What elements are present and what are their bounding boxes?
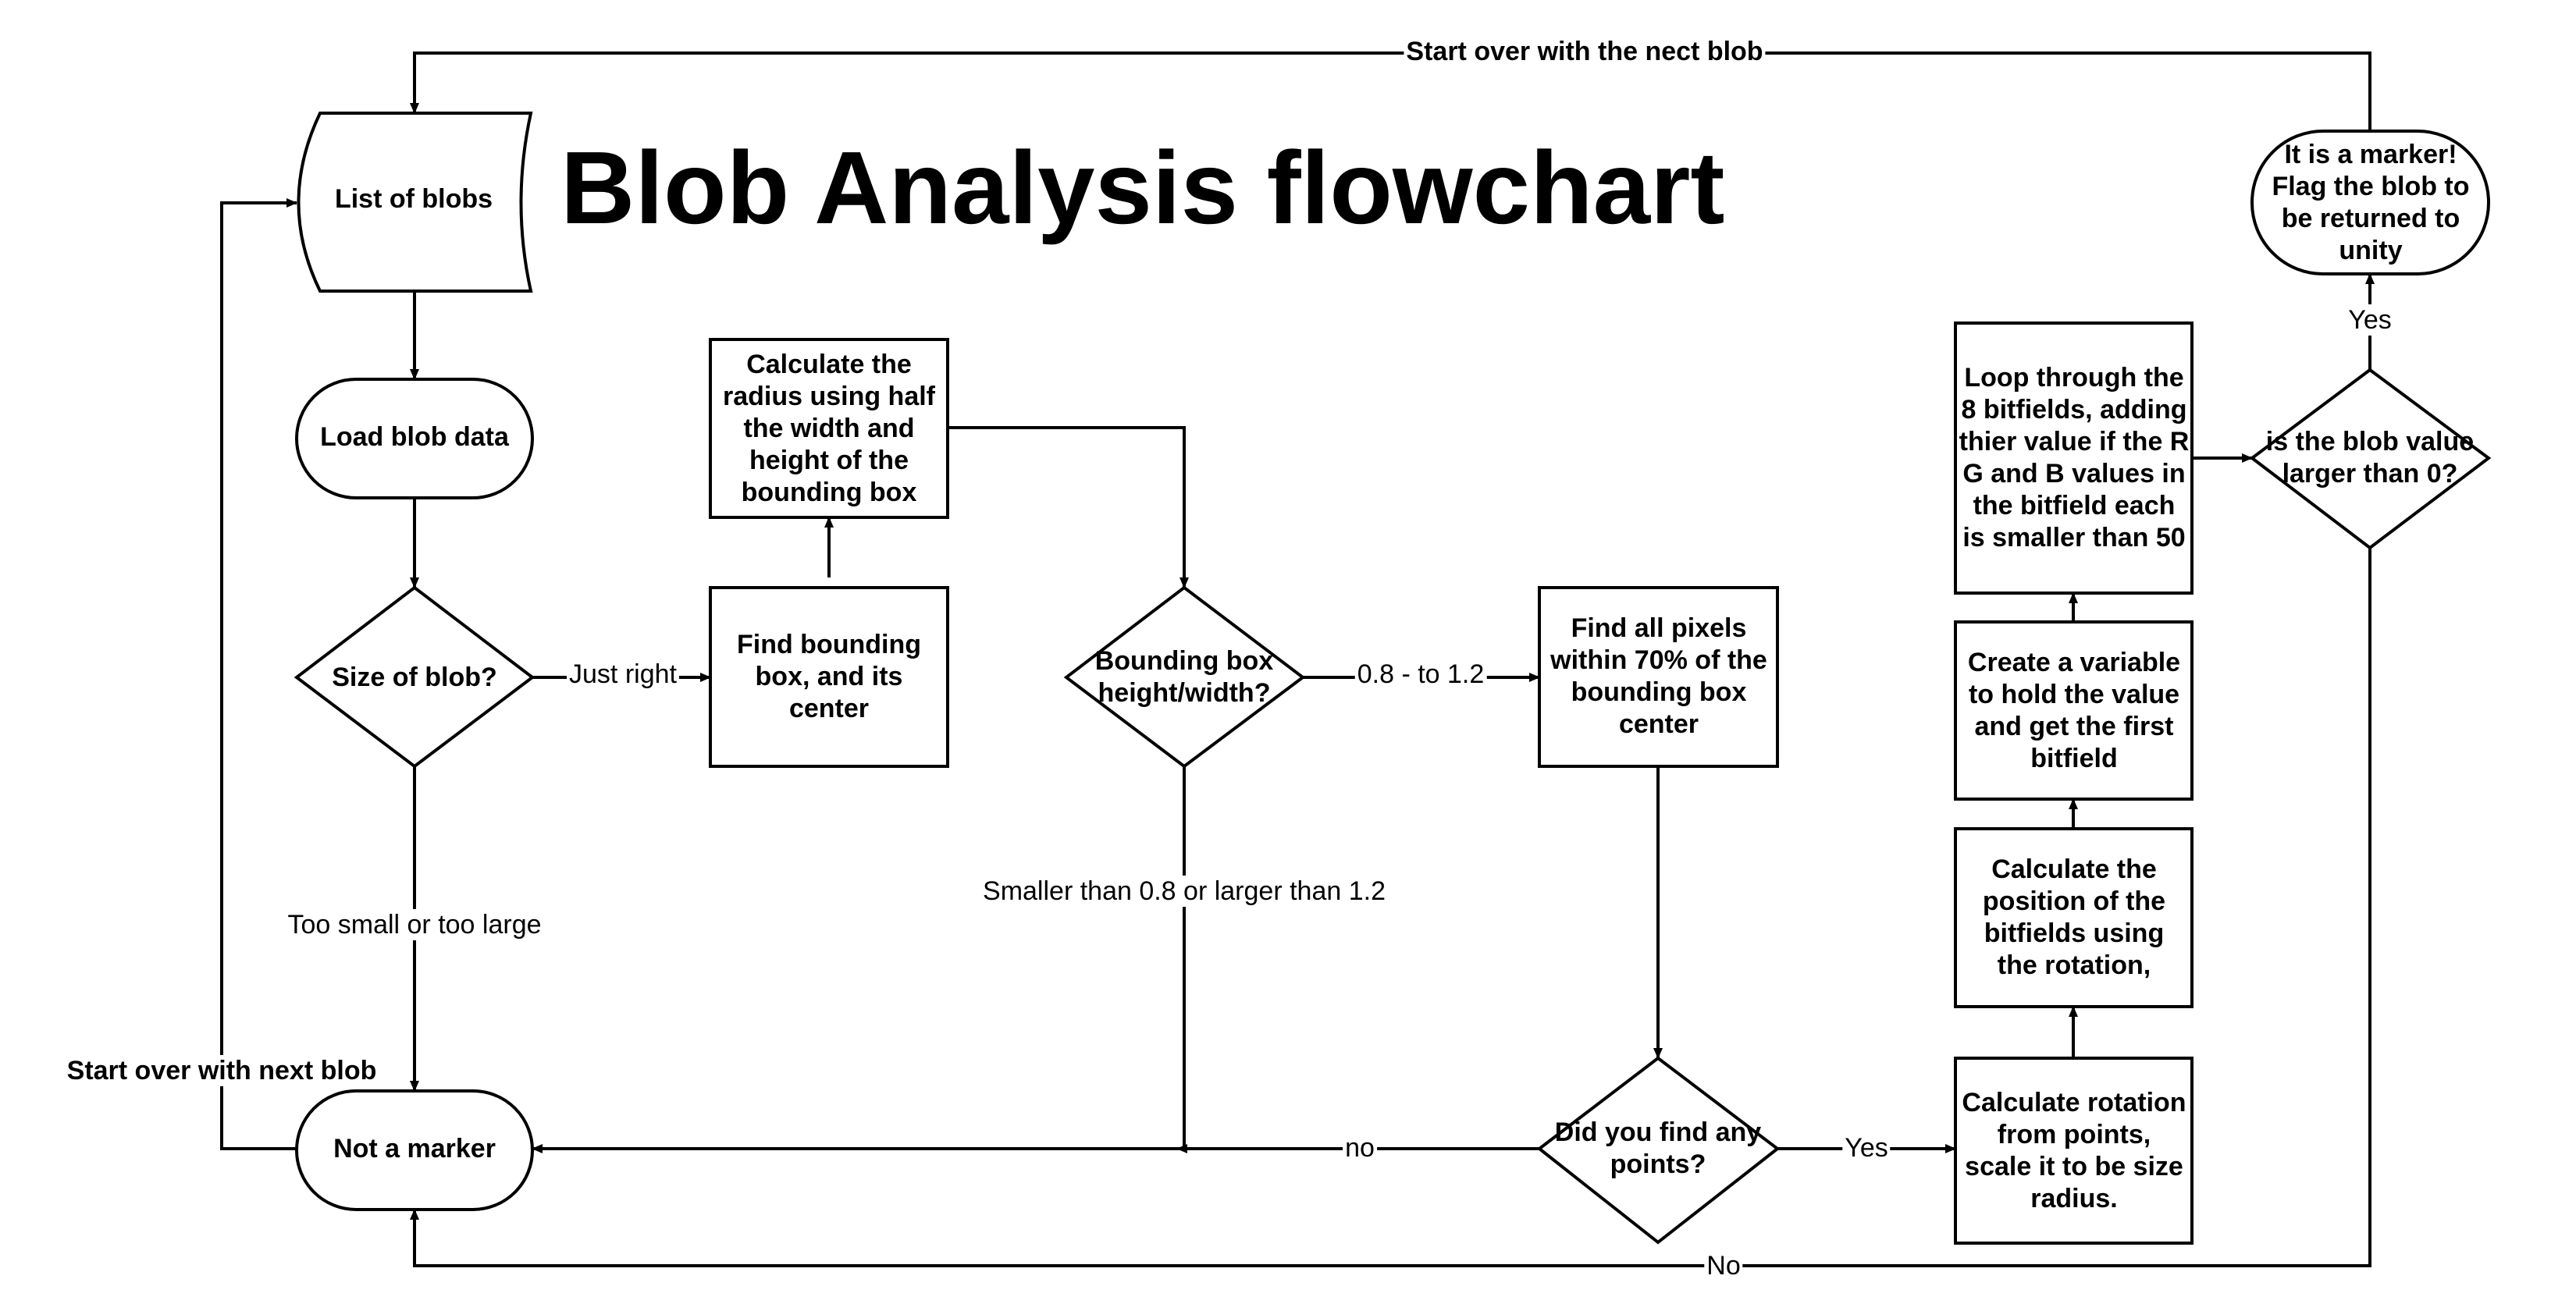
connector-marker-restart [410, 52, 2371, 131]
calculate-radius-label: Calculate the radius using half the widt… [722, 349, 936, 507]
yes-points-label: Yes [1842, 1132, 1891, 1164]
calculate-position-label: Calculate the position of the bitfields … [1982, 854, 2166, 980]
start-over-left-label: Start over with next blob [64, 1055, 379, 1086]
too-small-or-large-label: Too small or too large [285, 909, 544, 940]
blob-value-check-label: is the blob value larger than 0? [2265, 427, 2475, 489]
find-bounding-box-label: Find bounding box, and its center [736, 630, 922, 723]
create-variable-label: Create a variable to hold the value and … [1967, 647, 2181, 773]
yes-marker-label: Yes [2346, 304, 2394, 336]
find-all-pixels-label: Find all pixels within 70% of the boundi… [1550, 613, 1767, 739]
ratio-bad-label: Smaller than 0.8 or larger than 1.2 [980, 876, 1388, 907]
ratio-ok-label: 0.8 - to 1.2 [1354, 659, 1487, 690]
page-title: Blob Analysis flowchart [560, 130, 1725, 245]
calculate-rotation-label: Calculate rotation from points, scale it… [1962, 1087, 2186, 1213]
size-of-blob-label: Size of blob? [332, 662, 497, 692]
list-of-blobs-label: List of blobs [334, 183, 493, 214]
list-of-blobs-shape [297, 112, 533, 293]
loop-bitfields-label: Loop through the 8 bitfields, adding thi… [1959, 363, 2190, 552]
start-over-top-label: Start over with the nect blob [1404, 36, 1766, 67]
did-you-find-points-label: Did you find any points? [1554, 1117, 1762, 1179]
load-blob-data-label: Load blob data [320, 421, 509, 452]
no-points-label: no [1343, 1132, 1377, 1164]
no-value-label: No [1704, 1250, 1743, 1281]
is-marker-label: It is a marker! Flag the blob to be retu… [2272, 139, 2470, 265]
connector-radius-to-ratio [948, 426, 1189, 588]
did-you-find-points-shape [1536, 1056, 1781, 1245]
connector-not-marker-restart [220, 198, 297, 1150]
bounding-box-ratio-label: Bounding box height/width? [1094, 646, 1274, 708]
just-right-label: Just right [567, 659, 679, 690]
connector-check-no [410, 548, 2371, 1267]
not-a-marker-label: Not a marker [333, 1133, 496, 1164]
